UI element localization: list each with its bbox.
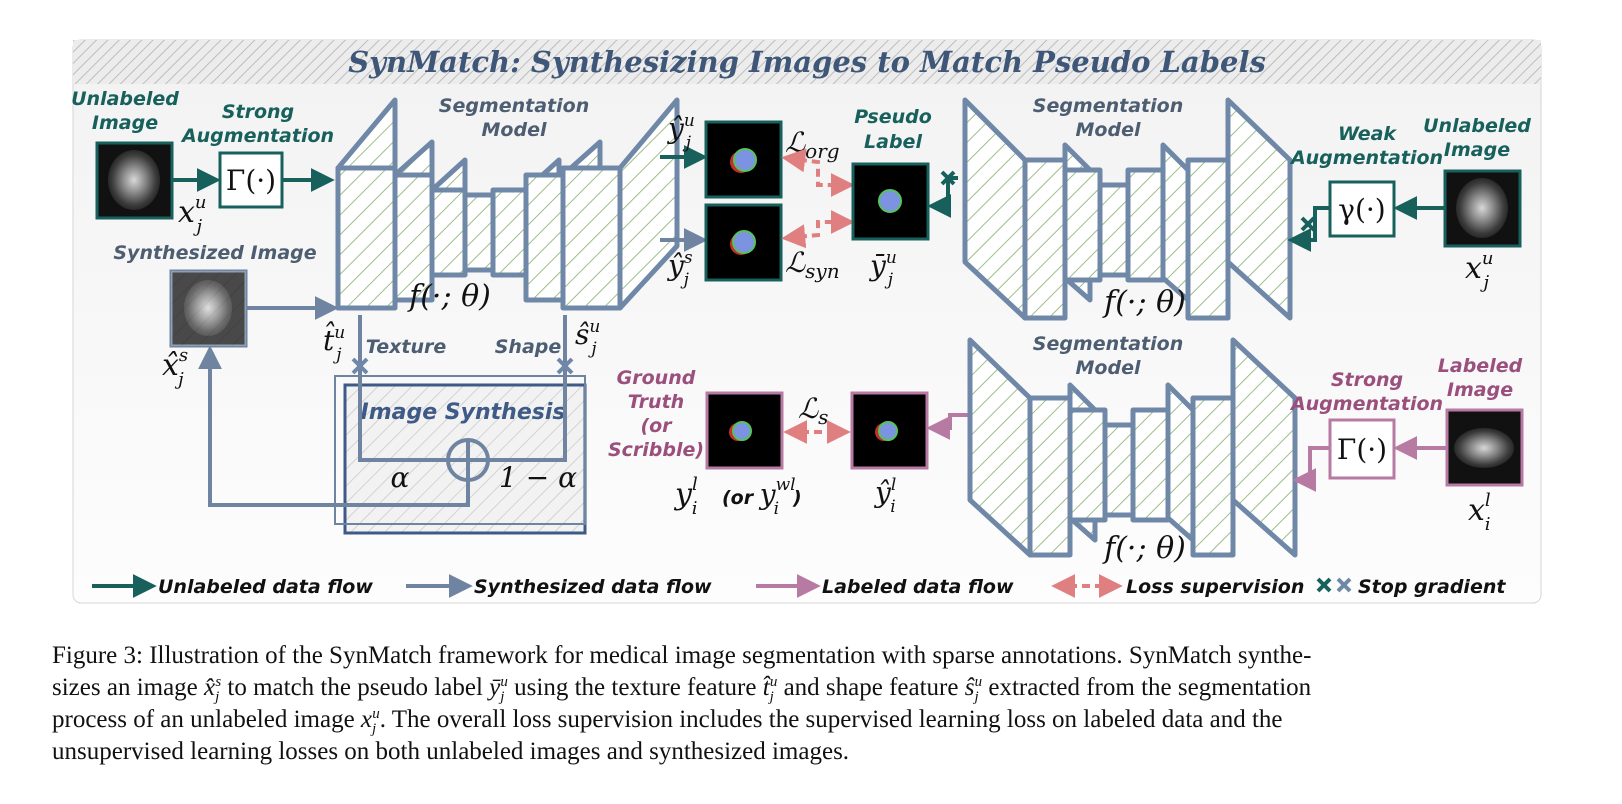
seg-model-3-label-a: Segmentation (1033, 333, 1183, 355)
loss-arrow-org (781, 148, 855, 197)
segmentation-model-1 (335, 97, 680, 311)
weak-aug-label-b: Augmentation (1289, 147, 1443, 169)
flow-arrow-pseudo (927, 176, 958, 218)
pseudo-label-text-a: Pseudo (854, 106, 932, 128)
gamma-big-2: Γ(·) (1337, 433, 1387, 466)
segmentation-model-3 (967, 337, 1298, 558)
stop-gradient-4 (556, 357, 574, 375)
ground-truth-label-d: Scribble) (608, 439, 704, 461)
shape-label: Shape (495, 336, 562, 358)
unlabeled-image-thumb-1 (95, 141, 174, 220)
ground-truth-label-a: Ground (617, 367, 696, 389)
seg-model-1-label-b: Model (482, 119, 547, 141)
f-theta-1: f(·; θ) (407, 279, 491, 314)
synthesis-feedback-arrow (198, 345, 470, 507)
flow-arrow-labeled-out (926, 413, 970, 440)
pseudo-label-image (851, 162, 930, 241)
weak-aug-label-a: Weak (1338, 123, 1397, 145)
gamma-small: γ(·) (1338, 193, 1385, 226)
strong-aug-box-1: Γ(·) (218, 151, 284, 209)
synthesized-image-thumb (169, 269, 248, 348)
caption-line-4: unsupervised learning losses on both unl… (52, 738, 850, 765)
diagram-title: SynMatch: Synthesizing Images to Match P… (348, 45, 1266, 79)
framework-diagram: SynMatch: Synthesizing Images to Match P… (71, 39, 1542, 604)
synthesized-image-label: Synthesized Image (113, 242, 316, 264)
unlabeled-image-label-1a: Unlabeled (71, 88, 179, 110)
f-theta-2: f(·; θ) (1102, 285, 1186, 320)
flow-arrow-6 (1287, 206, 1330, 252)
flow-arrow-labeled-2 (1292, 446, 1330, 492)
f-theta-3: f(·; θ) (1102, 531, 1186, 566)
unlabeled-image-label-2b: Image (1444, 139, 1510, 161)
image-synthesis-label: Image Synthesis (361, 400, 566, 425)
labeled-image-thumb (1445, 408, 1524, 487)
labeled-prediction-image (850, 391, 929, 470)
unlabeled-image-label-2a: Unlabeled (1423, 115, 1531, 137)
unlabeled-image-label-1b: Image (92, 112, 158, 134)
seg-model-2-label-b: Model (1076, 119, 1141, 141)
texture-label: Texture (366, 336, 447, 358)
caption-line-2: sizes an image x̂js to match the pseudo … (52, 673, 1312, 705)
caption-line-1: Figure 3: Illustration of the SynMatch f… (52, 642, 1312, 669)
seg-model-1-label-a: Segmentation (439, 95, 589, 117)
gamma-big-1: Γ(·) (226, 164, 276, 197)
legend-label-synth: Synthesized data flow (474, 576, 712, 598)
pseudo-label-text-b: Label (864, 131, 922, 153)
strong-aug-label-2a: Strong (1331, 369, 1403, 391)
title-bar (73, 40, 1541, 84)
prediction-unlabeled-image (704, 120, 783, 199)
labeled-image-label-b: Image (1447, 379, 1513, 401)
alpha-label: α (391, 461, 410, 494)
segmentation-model-2 (962, 97, 1293, 321)
strong-aug-label-2b: Augmentation (1289, 393, 1443, 415)
figure-caption: Figure 3: Illustration of the SynMatch f… (52, 640, 1572, 768)
loss-syn-label: ℒsyn (785, 246, 840, 283)
legend: Unlabeled data flow Synthesized data flo… (92, 574, 1506, 598)
stop-gradient-1 (940, 170, 956, 186)
labeled-image-label-a: Labeled (1438, 355, 1523, 377)
prediction-synth-image (704, 203, 783, 282)
weak-aug-box: γ(·) (1328, 180, 1396, 238)
ground-truth-image (705, 391, 784, 470)
legend-label-loss: Loss supervision (1126, 576, 1304, 598)
one-minus-alpha-label: 1 − α (499, 461, 577, 494)
unlabeled-image-thumb-2 (1443, 169, 1522, 248)
stop-gradient-2 (1300, 216, 1316, 232)
seg-model-2-label-a: Segmentation (1033, 95, 1183, 117)
legend-label-stop: Stop gradient (1358, 576, 1506, 598)
ground-truth-label-b: Truth (628, 391, 684, 413)
strong-aug-box-2: Γ(·) (1328, 418, 1396, 480)
loss-arrow-syn (781, 210, 855, 249)
caption-line-3: process of an unlabeled image xju. The o… (52, 705, 1283, 737)
loss-s-label: ℒs (798, 392, 828, 429)
ground-truth-label-c: (or (640, 415, 673, 437)
strong-aug-label-1b: Augmentation (180, 125, 334, 147)
stop-gradient-3 (351, 357, 369, 375)
strong-aug-label-1a: Strong (222, 101, 294, 123)
legend-label-labeled: Labeled data flow (822, 576, 1014, 598)
oplus-icon (446, 438, 490, 482)
legend-swatch-stop-slate (1336, 577, 1352, 593)
legend-label-unlabeled: Unlabeled data flow (158, 576, 373, 598)
seg-model-3-label-b: Model (1076, 357, 1141, 379)
legend-swatch-stop-teal (1316, 577, 1332, 593)
